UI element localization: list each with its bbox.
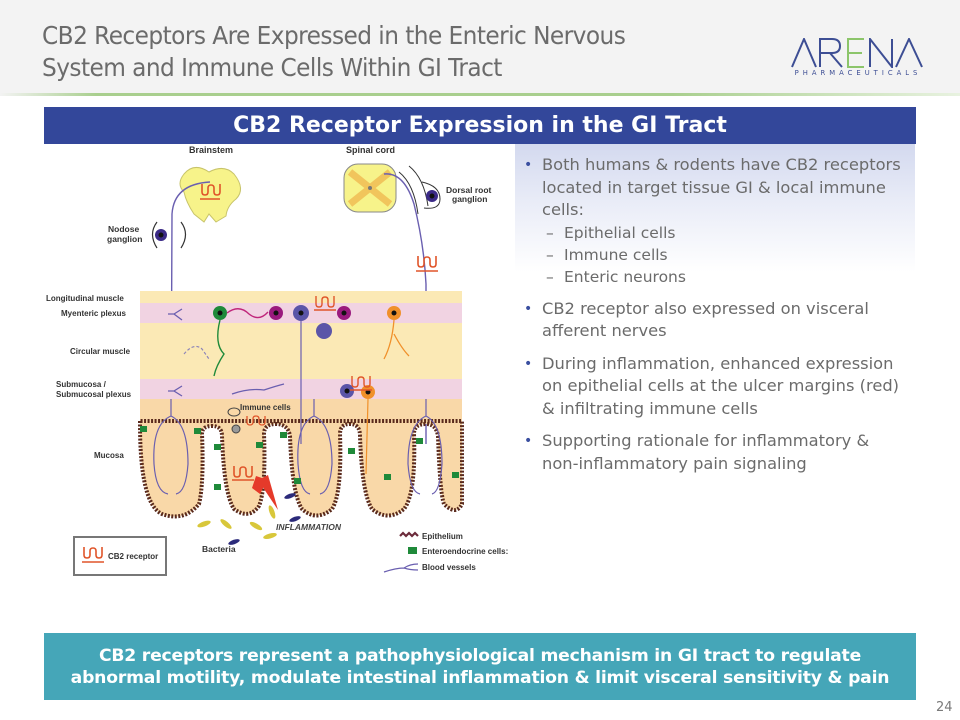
arena-logo: PHARMACEUTICALS (788, 38, 928, 82)
label-cb2-receptor: CB2 receptor (108, 552, 158, 561)
label-dorsal-root-1: Dorsal root (446, 185, 492, 195)
page-number: 24 (936, 700, 953, 715)
slide-title-line-2: System and Immune Cells Within GI Tract (42, 53, 502, 82)
label-submucosa: Submucosa / (56, 380, 107, 389)
conclusion-box: CB2 receptors represent a pathophysiolog… (44, 633, 916, 700)
inflammation-arrow-icon (252, 476, 276, 504)
bacteria-icons (197, 493, 301, 545)
vagal-afferent-nerve (170, 181, 211, 445)
bullet-text: Supporting rationale for inflammatory & … (542, 431, 870, 473)
bullets-background (515, 144, 915, 272)
label-brainstem: Brainstem (189, 145, 233, 155)
bullet-text: CB2 receptor also expressed on visceral … (542, 298, 869, 341)
spinal-afferent-nerve (383, 173, 427, 444)
sub-bullet-list: –Epithelial cells –Immune cells –Enteric… (520, 222, 905, 288)
mucosa-villi (138, 419, 464, 519)
brainstem-icon (179, 167, 241, 223)
svg-text:Blood vessels: Blood vessels (422, 563, 476, 572)
svg-text:Epithelium: Epithelium (422, 532, 463, 541)
logo-subtitle: PHARMACEUTICALS (794, 69, 922, 77)
arena-wordmark-icon (791, 38, 923, 68)
bullet-item: • CB2 receptor also expressed on viscera… (524, 298, 869, 341)
section-banner: CB2 Receptor Expression in the GI Tract (44, 107, 916, 144)
label-immune-cells: Immune cells (240, 403, 291, 412)
blood-vessel-loop-3 (407, 399, 443, 495)
label-nodose-2: ganglion (107, 234, 142, 244)
cb2-receptor-ulcer-icon (232, 466, 254, 481)
gi-tract-diagram: Brainstem Spinal cord Nodose ganglion Do… (44, 144, 514, 584)
cb2-receptor-immune-icon (246, 415, 266, 426)
slide-title-line-1: CB2 Receptors Are Expressed in the Enter… (42, 21, 626, 50)
legend-epithelium: Epithelium (399, 531, 463, 541)
bullet-item: • Supporting rationale for inflammatory … (524, 431, 870, 473)
enteroendocrine-cells (140, 426, 459, 490)
bullet-text: During inflammation, enhanced expression… (542, 353, 900, 418)
cb2-receptor-afferent-icon (416, 256, 438, 272)
conclusion-line-1: CB2 receptors represent a pathophysiolog… (98, 645, 862, 666)
blood-vessel-loop-2 (297, 399, 333, 495)
blood-vessel-icon (383, 563, 419, 573)
sub-bullet-item: –Epithelial cells (546, 223, 676, 242)
conclusion-line-2: abnormal motility, modulate intestinal i… (70, 667, 890, 688)
slide-title: CB2 Receptors Are Expressed in the Enter… (42, 20, 712, 84)
sub-bullet-item: –Immune cells (546, 245, 668, 264)
label-mucosa: Mucosa (94, 451, 124, 460)
legend-blood-vessels: Blood vessels (383, 563, 476, 573)
label-submucosal-plexus: Submucosal plexus (56, 390, 132, 399)
bullet-item: • During inflammation, enhanced expressi… (524, 353, 900, 418)
bullet-item: • Both humans & rodents have CB2 recepto… (520, 154, 905, 288)
gi-tract-illustration: Brainstem Spinal cord Nodose ganglion Do… (46, 145, 508, 576)
label-myenteric-plexus: Myenteric plexus (61, 309, 126, 318)
label-spinal-cord: Spinal cord (346, 145, 395, 155)
label-longitudinal-muscle: Longitudinal muscle (46, 294, 124, 303)
drg-bracket-icon (398, 165, 429, 215)
blood-vessel-loop-1 (153, 399, 189, 495)
cb2-receptor-myenteric-icon (314, 296, 336, 311)
svg-text:Enteroendocrine cells:: Enteroendocrine cells: (422, 547, 508, 556)
ganglion-bracket-icon (151, 221, 187, 249)
immune-cell-icon (227, 407, 241, 417)
bullet-marker: • (524, 157, 533, 173)
bullet-text: Both humans & rodents have CB2 receptors… (542, 155, 901, 219)
cb2-receptor-brainstem-icon (200, 184, 221, 200)
cb2-receptor-submucosal-icon (350, 376, 372, 391)
label-nodose-1: Nodose (108, 224, 139, 234)
label-bacteria: Bacteria (202, 544, 236, 554)
label-circular-muscle: Circular muscle (70, 347, 131, 356)
legend-enteroendocrine: Enteroendocrine cells: (408, 547, 508, 556)
immune-cell-myenteric-icon (316, 323, 332, 339)
label-dorsal-root-2: ganglion (452, 194, 487, 204)
enteroendocrine-cell-icon (408, 547, 417, 554)
header-divider (0, 93, 960, 96)
layer-longitudinal-muscle (140, 291, 462, 303)
sub-bullet-item: –Enteric neurons (546, 267, 686, 286)
epithelium-icon (399, 531, 419, 538)
label-inflammation: INFLAMMATION (276, 522, 342, 532)
cb2-receptor-legend-icon (82, 547, 104, 563)
submucosal-vessel (231, 383, 285, 395)
bullet-list: • Both humans & rodents have CB2 recepto… (520, 154, 905, 481)
